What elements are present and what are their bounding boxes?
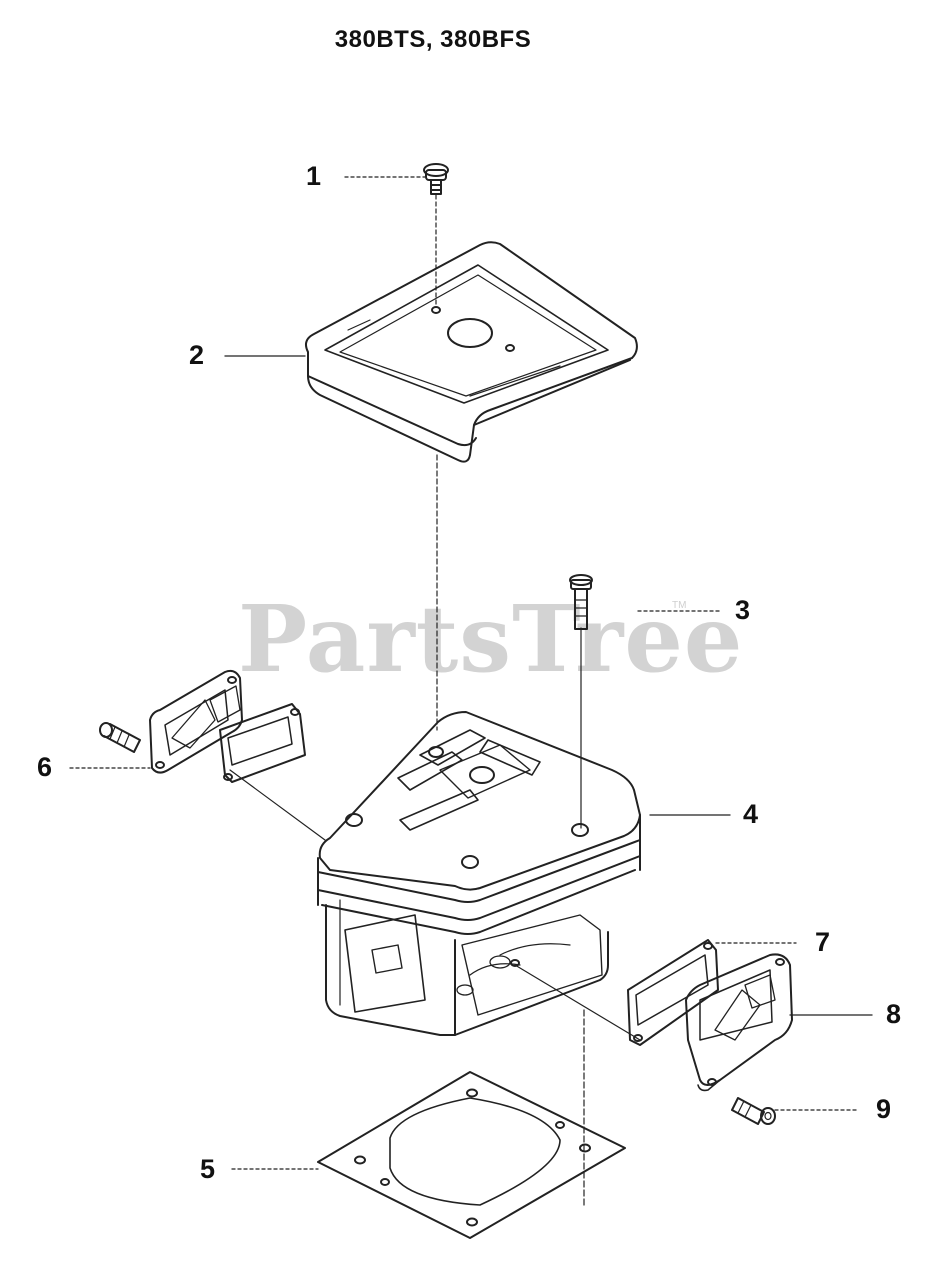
callout-1[interactable]: 1 bbox=[306, 161, 322, 191]
diagram-title: 380BTS, 380BFS bbox=[334, 26, 532, 53]
left-intake-gasket bbox=[219, 703, 306, 783]
part-8-intake-flange bbox=[685, 953, 793, 1092]
leader-lines bbox=[69, 176, 873, 1170]
callout-9[interactable]: 9 bbox=[876, 1094, 892, 1124]
callout-7[interactable]: 7 bbox=[815, 927, 831, 957]
callout-6[interactable]: 6 bbox=[37, 752, 53, 782]
part-5-gasket bbox=[317, 1071, 626, 1239]
callout-5[interactable]: 5 bbox=[200, 1154, 216, 1184]
alignment-lines bbox=[229, 194, 641, 1209]
part-1-screw bbox=[423, 163, 449, 195]
part-7-gasket bbox=[627, 939, 719, 1046]
partstree-watermark: PartsTree bbox=[238, 585, 744, 693]
part-3-screw bbox=[569, 574, 593, 630]
callout-8[interactable]: 8 bbox=[886, 999, 902, 1029]
callout-3[interactable]: 3 bbox=[735, 595, 751, 625]
part-9-screw bbox=[731, 1097, 776, 1125]
part-4-cylinder bbox=[317, 711, 641, 1036]
callout-2[interactable]: 2 bbox=[189, 340, 205, 370]
watermark-trademark: TM bbox=[672, 600, 687, 611]
part-6-flange-screw bbox=[99, 669, 243, 774]
callout-4[interactable]: 4 bbox=[743, 799, 759, 829]
part-2-cover-plate bbox=[305, 241, 638, 463]
